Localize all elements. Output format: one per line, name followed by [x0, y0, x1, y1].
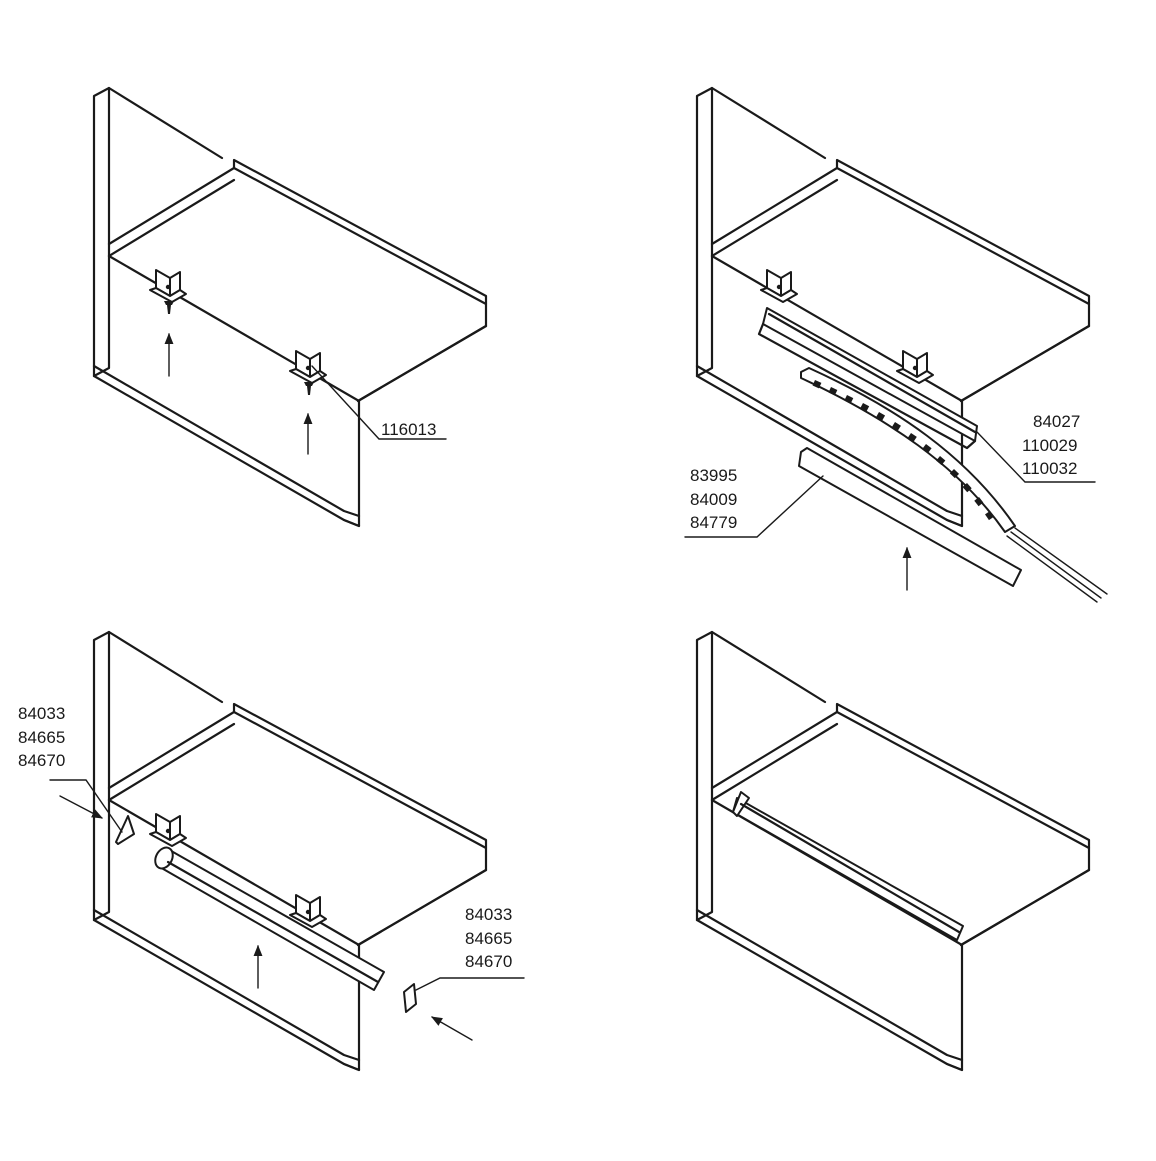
callout-left-cap-line-3: 84670: [18, 751, 65, 770]
leader-line: [684, 475, 824, 538]
callout-left-cap-line-1: 84033: [18, 704, 65, 723]
cabinet-outline: [92, 86, 488, 528]
mounting-clip-icon: [760, 269, 798, 303]
callout-label: 116013: [381, 420, 436, 439]
mounting-clip-icon: [896, 350, 934, 384]
callout-left-cap-line-2: 84665: [18, 728, 65, 747]
mounting-clip-icon: [149, 269, 187, 303]
installed-profile: [732, 791, 964, 941]
panel-2-profile-and-strip: 84027 110029 110032 83995 84009 84779: [684, 86, 1108, 603]
end-cap-right: [403, 983, 417, 1013]
leader-line: [311, 365, 447, 440]
arrow-inward-icon: [431, 1016, 473, 1041]
cabinet-outline: [695, 630, 1091, 1072]
callout-right-cap-line-3: 84670: [465, 952, 512, 971]
leader-line: [49, 779, 123, 833]
cabinet-outline: [92, 630, 488, 1072]
callout-cover-line-1: 83995: [690, 466, 737, 485]
aluminium-profile: [154, 846, 385, 991]
screw-icon: [304, 382, 314, 395]
arrow-inward-icon: [59, 795, 103, 819]
mounting-clip-icon: [149, 813, 187, 847]
led-strip-icon: [800, 367, 1108, 603]
panel-1-mount-clips: 116013: [92, 86, 488, 528]
end-cap-left: [115, 815, 135, 845]
callout-profile-line-2: 110029: [1022, 436, 1077, 455]
mounting-clip-icon: [289, 350, 327, 384]
callout-cover-line-3: 84779: [690, 513, 737, 532]
callout-right-cap-line-1: 84033: [465, 905, 512, 924]
screw-icon: [164, 301, 174, 314]
diffuser-cover: [798, 447, 1022, 587]
callout-right-cap-line-2: 84665: [465, 929, 512, 948]
callout-cover-line-2: 84009: [690, 490, 737, 509]
leader-line: [415, 977, 525, 991]
callout-profile-line-1: 84027: [1033, 412, 1080, 431]
aluminium-profile: [757, 307, 978, 450]
panel-3-end-caps: 84033 84665 84670 84033 84665 84670: [18, 630, 525, 1072]
callout-profile-line-3: 110032: [1022, 459, 1077, 478]
leader-line: [976, 431, 1096, 483]
panel-4-finished: [695, 630, 1091, 1072]
